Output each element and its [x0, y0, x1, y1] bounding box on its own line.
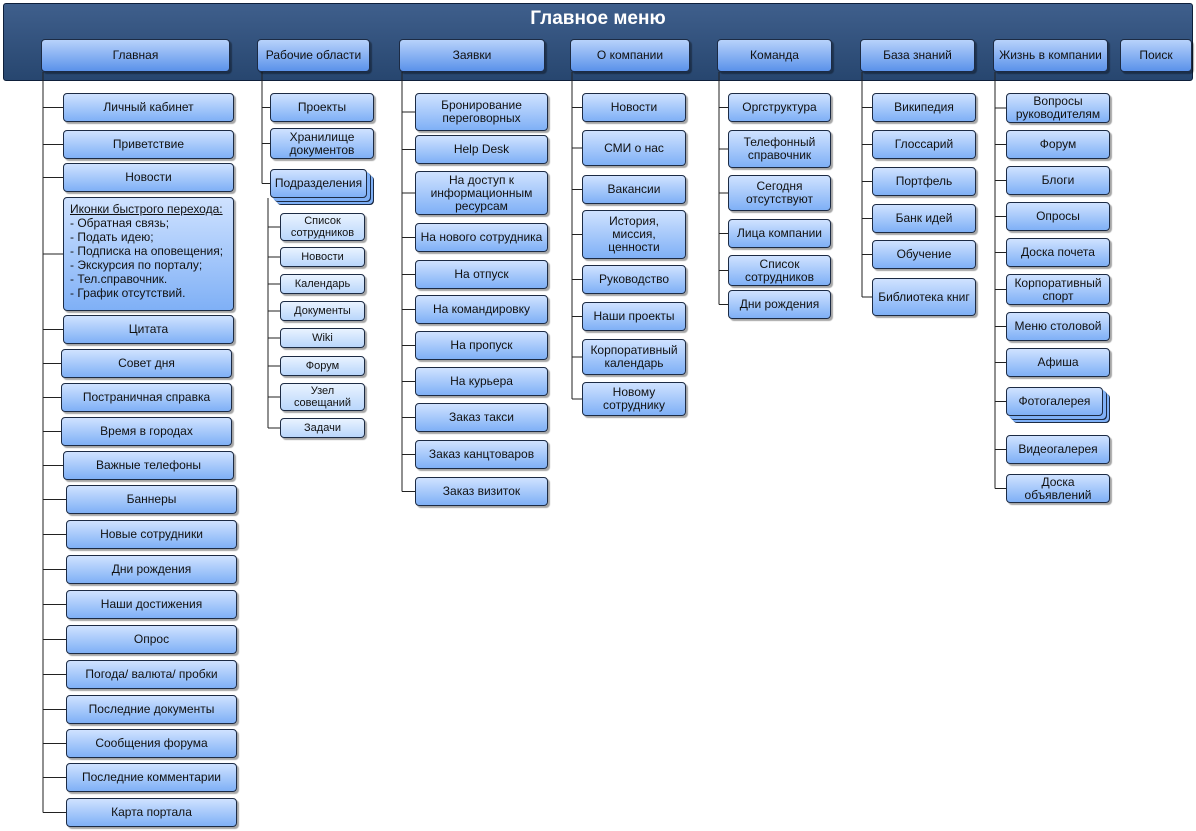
- menu-item-c1-7[interactable]: Постраничная справка: [61, 383, 232, 412]
- menu-item-c7-5[interactable]: Доска почета: [1006, 238, 1110, 267]
- submenu-item-4[interactable]: Документы: [280, 301, 365, 321]
- menu-item-c3-1[interactable]: Бронирование переговорных: [415, 93, 548, 131]
- quick-link-item: - Обратная связь;: [70, 216, 170, 230]
- menu-item-c4-8[interactable]: Новому сотруднику: [582, 382, 686, 416]
- menu-item-c1-2[interactable]: Приветствие: [63, 130, 234, 159]
- submenu-item-5[interactable]: Wiki: [280, 328, 365, 348]
- menu-item-c1-15[interactable]: Погода/ валюта/ пробки: [66, 660, 237, 689]
- menu-item-c3-5[interactable]: На отпуск: [415, 260, 548, 289]
- menu-item-c1-5[interactable]: Цитата: [63, 315, 234, 344]
- menu-item-c4-6[interactable]: Наши проекты: [582, 302, 686, 331]
- menu-item-c1-17[interactable]: Сообщения форума: [66, 729, 237, 758]
- header-6[interactable]: База знаний: [860, 39, 975, 72]
- menu-item-c1-18[interactable]: Последние комментарии: [66, 763, 237, 792]
- menu-item-c3-7[interactable]: На пропуск: [415, 331, 548, 360]
- menu-item-c3-9[interactable]: Заказ такси: [415, 403, 548, 432]
- menu-item-c7-10[interactable]: Видеогалерея: [1006, 435, 1110, 464]
- menu-item-c3-6[interactable]: На командировку: [415, 295, 548, 324]
- submenu-item-7[interactable]: Узел совещаний: [280, 383, 365, 411]
- header-7[interactable]: Жизнь в компании: [993, 39, 1108, 72]
- menu-item-c1-11[interactable]: Новые сотрудники: [66, 520, 237, 549]
- diagram-title: Главное меню: [530, 8, 666, 29]
- menu-item-c2-3[interactable]: Подразделения: [270, 169, 367, 198]
- menu-item-c3-4[interactable]: На нового сотрудника: [415, 223, 548, 252]
- menu-item-c7-8[interactable]: Афиша: [1006, 348, 1110, 377]
- menu-item-c6-3[interactable]: Портфель: [872, 167, 976, 196]
- quick-link-item: - Экскурсия по порталу;: [70, 258, 203, 272]
- menu-item-c7-1[interactable]: Вопросы руководителям: [1006, 93, 1110, 123]
- menu-item-c1-19[interactable]: Карта портала: [66, 798, 237, 827]
- quick-link-item: - Подписка на оповещения;: [70, 244, 224, 258]
- menu-item-c5-5[interactable]: Список сотрудников: [728, 255, 831, 286]
- quick-link-item: - График отсутствий.: [70, 286, 186, 300]
- header-4[interactable]: О компании: [570, 39, 690, 72]
- menu-item-c7-2[interactable]: Форум: [1006, 130, 1110, 159]
- menu-item-c3-8[interactable]: На курьера: [415, 367, 548, 396]
- menu-item-c7-4[interactable]: Опросы: [1006, 202, 1110, 231]
- menu-item-c6-1[interactable]: Википедия: [872, 93, 976, 122]
- header-2[interactable]: Рабочие области: [257, 39, 370, 72]
- quick-links-title: Иконки быстрого перехода:: [70, 202, 223, 216]
- menu-item-c3-2[interactable]: Help Desk: [415, 135, 548, 164]
- menu-item-c7-6[interactable]: Корпоративный спорт: [1006, 274, 1110, 305]
- menu-item-c7-7[interactable]: Меню столовой: [1006, 312, 1110, 341]
- menu-item-c1-1[interactable]: Личный кабинет: [63, 93, 234, 122]
- submenu-item-6[interactable]: Форум: [280, 356, 365, 376]
- submenu-item-2[interactable]: Новости: [280, 247, 365, 267]
- menu-item-c1-16[interactable]: Последние документы: [66, 695, 237, 724]
- menu-item-c1-12[interactable]: Дни рождения: [66, 555, 237, 584]
- submenu-item-1[interactable]: Список сотрудников: [280, 213, 365, 241]
- header-3[interactable]: Заявки: [399, 39, 545, 72]
- header-5[interactable]: Команда: [717, 39, 832, 72]
- submenu-item-3[interactable]: Календарь: [280, 274, 365, 294]
- menu-item-c4-7[interactable]: Корпоративный календарь: [582, 339, 686, 375]
- menu-item-c5-3[interactable]: Сегодня отсутствуют: [728, 175, 831, 211]
- menu-item-c3-11[interactable]: Заказ визиток: [415, 477, 548, 506]
- menu-item-c2-1[interactable]: Проекты: [270, 93, 374, 122]
- quick-link-item: - Тел.справочник.: [70, 272, 168, 286]
- menu-item-c5-6[interactable]: Дни рождения: [728, 290, 831, 319]
- menu-item-c4-4[interactable]: История, миссия, ценности: [582, 210, 686, 259]
- menu-item-c1-8[interactable]: Время в городах: [61, 417, 232, 446]
- menu-item-c1-14[interactable]: Опрос: [66, 625, 237, 654]
- menu-item-c1-9[interactable]: Важные телефоны: [63, 451, 234, 480]
- quick-links-box[interactable]: Иконки быстрого перехода:- Обратная связ…: [63, 197, 234, 311]
- quick-link-item: - Подать идею;: [70, 230, 154, 244]
- menu-item-c7-3[interactable]: Блоги: [1006, 166, 1110, 195]
- submenu-item-8[interactable]: Задачи: [280, 418, 365, 438]
- menu-item-c6-5[interactable]: Обучение: [872, 240, 976, 269]
- header-8[interactable]: Поиск: [1120, 39, 1192, 72]
- menu-item-c4-3[interactable]: Вакансии: [582, 175, 686, 204]
- menu-item-c6-2[interactable]: Глоссарий: [872, 130, 976, 159]
- menu-item-c6-6[interactable]: Библиотека книг: [872, 278, 976, 316]
- menu-item-c7-9[interactable]: Фотогалерея: [1006, 387, 1103, 416]
- menu-item-c7-11[interactable]: Доска объявлений: [1006, 474, 1110, 503]
- menu-item-c5-2[interactable]: Телефонный справочник: [728, 130, 831, 168]
- menu-item-c6-4[interactable]: Банк идей: [872, 204, 976, 233]
- menu-item-c5-1[interactable]: Оргструктура: [728, 93, 831, 122]
- header-1[interactable]: Главная: [41, 39, 230, 72]
- menu-item-c4-2[interactable]: СМИ о нас: [582, 130, 686, 166]
- menu-item-c2-2[interactable]: Хранилище документов: [270, 128, 374, 159]
- menu-item-c1-3[interactable]: Новости: [63, 163, 234, 192]
- menu-item-c4-5[interactable]: Руководство: [582, 265, 686, 294]
- menu-item-c5-4[interactable]: Лица компании: [728, 219, 831, 248]
- menu-item-c3-10[interactable]: Заказ канцтоваров: [415, 440, 548, 469]
- menu-item-c1-13[interactable]: Наши достижения: [66, 590, 237, 619]
- menu-item-c1-6[interactable]: Совет дня: [61, 349, 232, 378]
- menu-item-c1-10[interactable]: Баннеры: [66, 485, 237, 514]
- menu-item-c3-3[interactable]: На доступ к информационным ресурсам: [415, 171, 548, 215]
- menu-item-c4-1[interactable]: Новости: [582, 93, 686, 122]
